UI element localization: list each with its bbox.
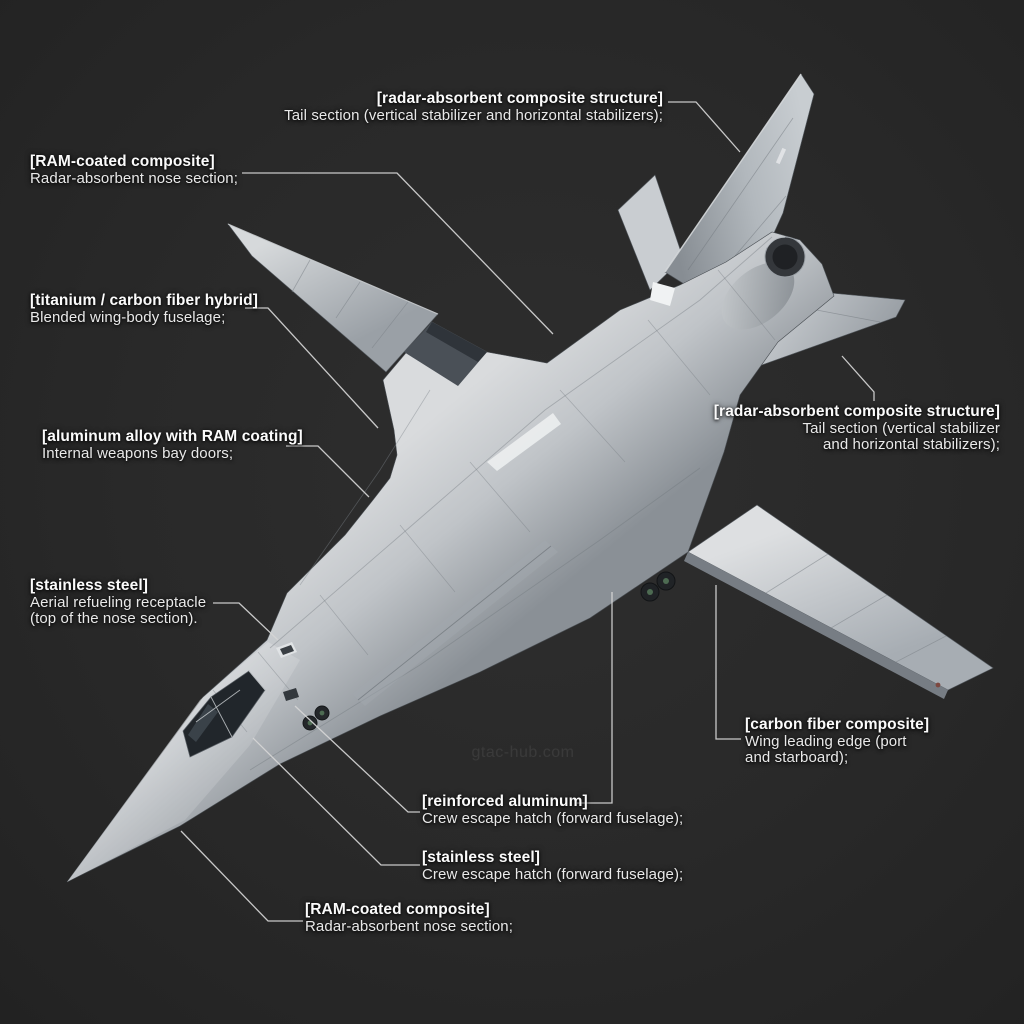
material-name: [aluminum alloy with RAM coating] (42, 428, 303, 445)
engine-exhaust-nozzle (772, 244, 798, 270)
material-name: [radar-absorbent composite structure] (713, 403, 1000, 420)
belly-seam (249, 467, 701, 771)
material-desc: Crew escape hatch (forward fuselage); (422, 865, 684, 883)
material-desc: Tail section (vertical stabilizer and ho… (284, 106, 663, 124)
label-stainless-refueling: [stainless steel] Aerial refueling recep… (30, 577, 206, 628)
dorsal-spine-seam (269, 236, 773, 649)
material-desc: Tail section (vertical stabilizer (802, 419, 1000, 437)
weapons-bay-seam (357, 545, 552, 701)
material-name: [RAM-coated composite] (305, 901, 490, 918)
leader-carbon-fiber (715, 585, 741, 740)
refueling-receptacle-opening (280, 645, 294, 655)
spine-highlight (487, 413, 561, 471)
material-name: [RAM-coated composite] (30, 153, 215, 170)
material-desc: and starboard); (745, 749, 849, 767)
label-carbon-wing-edge: [carbon fiber composite] Wing leading ed… (745, 716, 929, 767)
leader-stainless-aerial (213, 602, 279, 641)
port-air-intake-shadow (426, 322, 487, 362)
watermark: gtac-hub.com (471, 744, 575, 761)
material-desc: Crew escape hatch (forward fuselage); (422, 809, 684, 827)
leader-tail-top (668, 101, 741, 153)
starboard-wing-leading-edge (684, 552, 948, 699)
label-ram-nose-top-left: [RAM-coated composite] Radar-absorbent n… (30, 153, 238, 187)
canopy-frames (195, 670, 266, 738)
leader-ram-top-left (242, 172, 554, 335)
wing-panel-line (291, 259, 311, 293)
port-wing-leading-edge (227, 223, 439, 315)
material-desc: Aerial refueling receptacle (30, 593, 207, 611)
leader-ram-bottom (180, 830, 303, 922)
material-name: [stainless steel] (30, 577, 149, 594)
leader-reinforced-aluminum-right (577, 592, 613, 804)
label-stainless-hatch: [stainless steel] Crew escape hatch (for… (422, 849, 683, 883)
label-ram-nose-bottom: [RAM-coated composite] Radar-absorbent n… (305, 901, 513, 935)
leader-tail-right (841, 355, 875, 401)
leader-titanium (245, 307, 379, 429)
leader-reinforced-aluminum-left (294, 705, 420, 813)
crew-escape-hatch (283, 688, 299, 701)
wingtip-light (935, 682, 941, 688)
material-desc: Internal weapons bay doors; (42, 444, 234, 462)
glove-seam (299, 389, 431, 586)
material-desc: (top of the nose section). (30, 610, 198, 628)
nose-landing-gear (302, 705, 330, 731)
leader-stainless-hatch (252, 737, 420, 866)
material-name: [stainless steel] (422, 849, 541, 866)
material-desc: Blended wing-body fuselage; (30, 308, 226, 326)
label-titanium-fuselage: [titanium / carbon fiber hybrid] Blended… (30, 292, 258, 326)
engine-housing (721, 262, 795, 330)
material-desc: and horizontal stabilizers); (822, 436, 1000, 454)
label-tail-section-top: [radar-absorbent composite structure] Ta… (284, 90, 663, 124)
exhaust-rim-highlight (766, 236, 786, 248)
label-reinforced-aluminum-hatch: [reinforced aluminum] Crew escape hatch … (422, 793, 683, 827)
fin-panel-line (734, 195, 787, 257)
label-tail-section-right: [radar-absorbent composite structure] Ta… (714, 403, 1000, 454)
fin-marking (775, 147, 787, 165)
wing-panel-line (830, 594, 888, 629)
material-desc: Radar-absorbent nose section; (30, 169, 239, 187)
starboard-wing (687, 504, 994, 691)
fin-leading-edge (664, 73, 802, 273)
fin-panel-line (687, 117, 794, 271)
material-name: [titanium / carbon fiber hybrid] (30, 292, 258, 309)
port-air-intake (404, 322, 487, 386)
material-desc: Wing leading edge (port (745, 732, 907, 750)
wing-panel-line (895, 635, 947, 663)
leader-aluminum (286, 445, 370, 498)
material-name: [radar-absorbent composite structure] (376, 90, 663, 107)
wing-panel-line (371, 301, 409, 349)
label-aluminum-weapons-bay: [aluminum alloy with RAM coating] Intern… (42, 428, 303, 462)
material-name: [carbon fiber composite] (745, 716, 930, 733)
wing-panel-line (335, 281, 361, 319)
material-name: [reinforced aluminum] (422, 793, 588, 810)
main-landing-gear (640, 571, 676, 602)
dorsal-white-panel (650, 282, 675, 306)
canopy-glint (188, 704, 218, 742)
wing-panel-line (765, 553, 829, 594)
material-desc: Radar-absorbent nose section; (305, 917, 514, 935)
